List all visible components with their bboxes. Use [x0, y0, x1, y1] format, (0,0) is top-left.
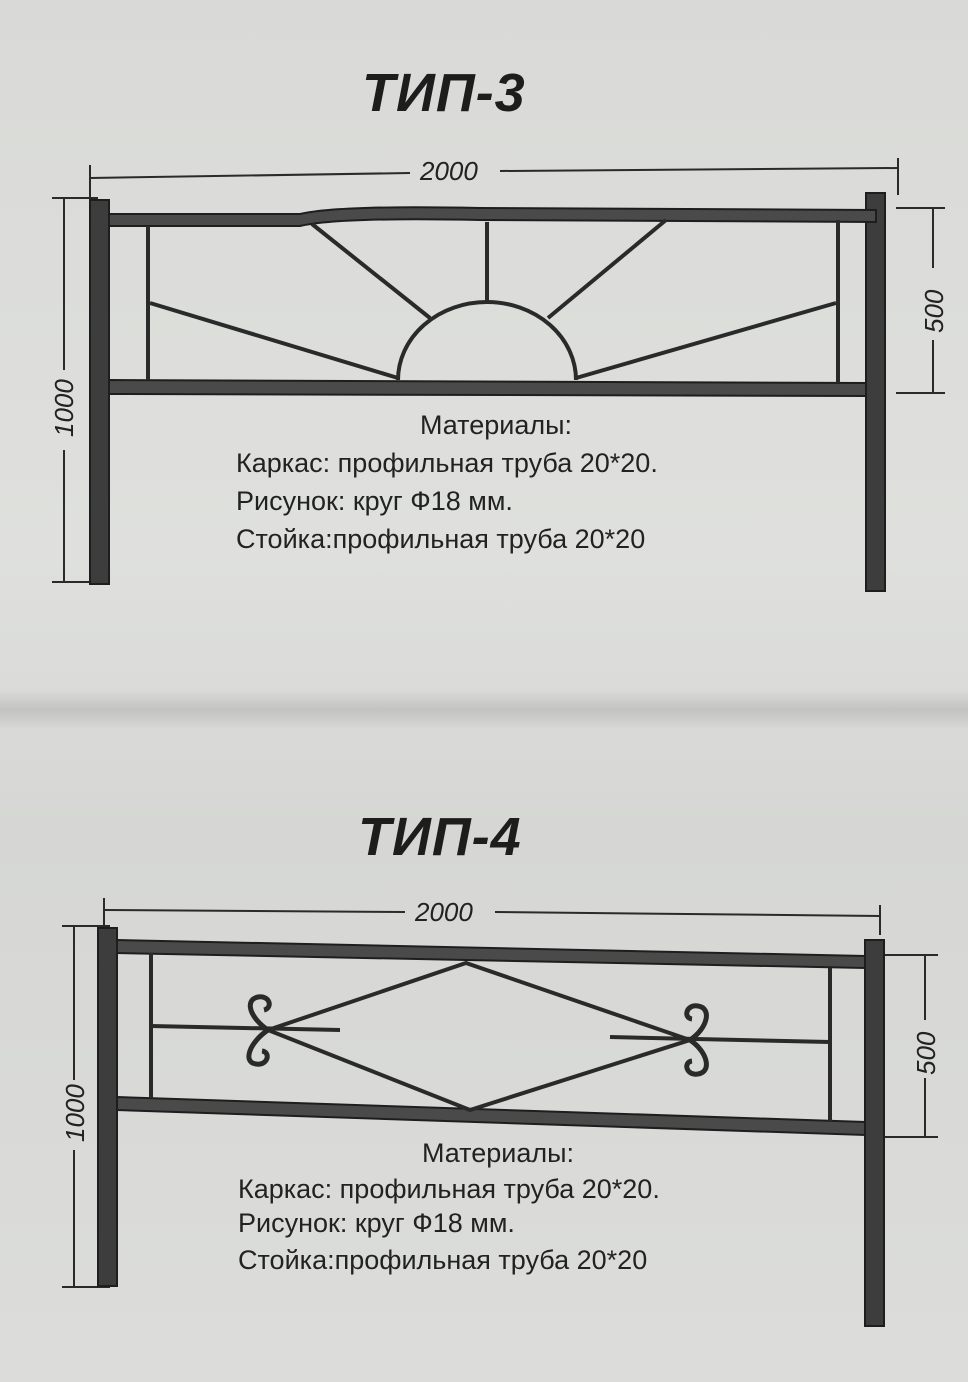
type-4-post-spec: Стойка:профильная труба 20*20: [238, 1245, 648, 1275]
type-4-pattern-spec: Рисунок: круг Ф18 мм.: [238, 1208, 515, 1238]
type-4-width-dim: 2000: [414, 897, 473, 927]
type-4-scroll-right-bottom: [684, 1037, 709, 1077]
type-3-width-dim: 2000: [419, 156, 478, 186]
type-3-frame-spec: Каркас: профильная труба 20*20.: [236, 448, 658, 478]
type-3-width-dim-line-right: [499, 167, 899, 172]
paper-fold: [0, 690, 968, 730]
type-3-title: ТИП-3: [362, 63, 526, 123]
type-4-frame-spec: Каркас: профильная труба 20*20.: [238, 1174, 660, 1204]
type-3-bottom-rail: [108, 378, 867, 398]
type-4-materials: Материалы: Каркас: профильная труба 20*2…: [238, 1134, 758, 1280]
type-4-left-post: [97, 927, 118, 1287]
type-3-height-dim: 1000: [49, 379, 79, 437]
type-4-materials-header: Материалы:: [421, 1138, 575, 1168]
type-4-top-rail: [116, 938, 866, 970]
type-4-scroll-left-top: [247, 994, 272, 1033]
type-3-panel-dim: 500: [919, 289, 949, 333]
type-4-panel-dim: 500: [911, 1031, 941, 1075]
type-4-scroll-right-top: [684, 1003, 709, 1043]
type-3-top-rail: [108, 206, 877, 227]
type-3-materials: Материалы: Каркас: профильная труба 20*2…: [236, 406, 756, 558]
type-3-post-spec: Стойка:профильная труба 20*20: [236, 524, 646, 554]
type-4-scroll-left-bottom: [246, 1027, 270, 1067]
type-3-materials-header: Материалы:: [419, 410, 573, 440]
type-3-pattern-spec: Рисунок: круг Ф18 мм.: [236, 486, 513, 516]
type-3-width-dim-line-left: [89, 172, 411, 179]
type-4-height-dim: 1000: [60, 1084, 90, 1142]
type-4-right-post: [864, 939, 885, 1327]
type-4-bottom-rail: [116, 1095, 866, 1137]
type-4-title: ТИП-4: [358, 807, 522, 867]
